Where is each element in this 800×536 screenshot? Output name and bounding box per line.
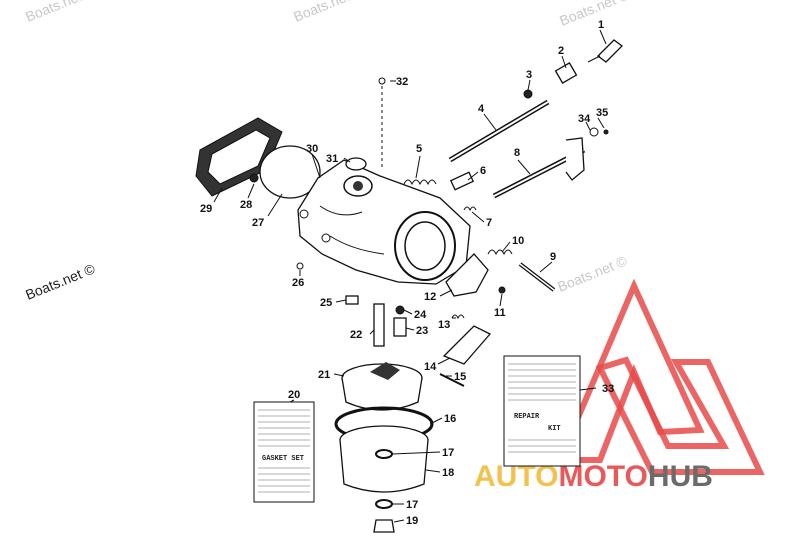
part-27-diaphragm: [259, 145, 321, 199]
watermark-top-center: Boats.net ©: [291, 0, 366, 25]
part-6-fitting: [449, 171, 475, 191]
watermark-top-right: Boats.net ©: [557, 0, 632, 29]
callout-7: 7: [486, 217, 492, 229]
callout-4: 4: [478, 103, 485, 115]
callout-29: 29: [200, 203, 212, 215]
logo-triangle-inner: [595, 356, 765, 475]
callout-35: 35: [596, 107, 608, 119]
part-21-float: [341, 362, 423, 411]
callout-30: 30: [306, 143, 318, 155]
part-28-screw: [249, 173, 259, 183]
callout-23: 23: [416, 325, 428, 337]
callout-32: 32: [396, 76, 408, 88]
callout-24: 24: [414, 309, 427, 321]
callout-9: 9: [550, 251, 556, 263]
part-20-gasket-set: GASKET SET: [253, 401, 315, 503]
part-9-screw: [518, 262, 556, 292]
part-10-spring: [487, 249, 513, 256]
callout-6: 6: [480, 165, 486, 177]
callout-14: 14: [424, 361, 437, 373]
part-32-washer: [378, 77, 386, 85]
callout-33: 33: [602, 383, 614, 395]
callout-2: 2: [558, 45, 564, 57]
part-17-gasket-upper: [375, 449, 393, 459]
part-5-spring: [403, 179, 437, 186]
logo-hub: HUB: [648, 460, 713, 493]
callout-28: 28: [240, 199, 252, 211]
part-2-bushing: [554, 62, 578, 84]
callout-19: 19: [406, 515, 418, 527]
callout-12: 12: [424, 291, 436, 303]
part-31-cap: [345, 157, 367, 171]
part-8-lever: [565, 137, 585, 181]
part-25-screw: [345, 295, 359, 305]
part-11-screw: [498, 286, 506, 294]
part-19-drain-screw: [373, 519, 395, 533]
watermark-right: Boats.net ©: [555, 252, 630, 295]
callout-27: 27: [252, 217, 264, 229]
callout-26: 26: [292, 277, 304, 289]
watermark-top-left: Boats.net ©: [23, 0, 98, 25]
callout-18: 18: [442, 467, 454, 479]
callout-16: 16: [444, 413, 456, 425]
callout-1: 1: [598, 19, 604, 31]
callout-15: 15: [454, 371, 466, 383]
callout-34: 34: [578, 113, 591, 125]
callout-21: 21: [318, 369, 330, 381]
gasket-set-label: GASKET SET: [262, 455, 304, 463]
part-22-nozzle: [373, 303, 385, 347]
callout-31: 31: [326, 153, 338, 165]
callout-3: 3: [526, 69, 532, 81]
repair-kit-label-1: REPAIR: [514, 413, 540, 421]
callout-5: 5: [416, 143, 422, 155]
callout-17-lower: 17: [406, 499, 418, 511]
part-3-clip: [523, 89, 533, 99]
callout-10: 10: [512, 235, 524, 247]
callout-22: 22: [350, 329, 362, 341]
part-15-pin: [439, 373, 465, 387]
part-1-screw: [587, 39, 623, 63]
part-30-carburetor-body: [297, 159, 471, 285]
callout-8: 8: [514, 147, 520, 159]
part-12-lever: [445, 253, 489, 297]
part-17-gasket-lower: [375, 499, 393, 509]
part-7-spring: [463, 206, 477, 212]
part-35-clip: [603, 129, 609, 135]
part-34-washer: [589, 127, 599, 137]
part-26-plug: [296, 262, 304, 270]
callout-13: 13: [438, 319, 450, 331]
callout-25: 25: [320, 297, 332, 309]
part-23-needle-valve: [393, 317, 407, 337]
repair-kit-label-2: KIT: [548, 425, 561, 433]
part-24-seat: [395, 305, 405, 315]
part-14-plate: [442, 325, 492, 365]
watermark-left: Boats.net ©: [23, 260, 98, 303]
callout-20: 20: [288, 389, 300, 401]
callout-17-upper: 17: [442, 447, 454, 459]
part-33-repair-kit: REPAIR KIT: [503, 355, 581, 467]
part-13-spring: [451, 314, 465, 320]
leader-lines: [213, 29, 607, 523]
callout-11: 11: [494, 307, 506, 319]
